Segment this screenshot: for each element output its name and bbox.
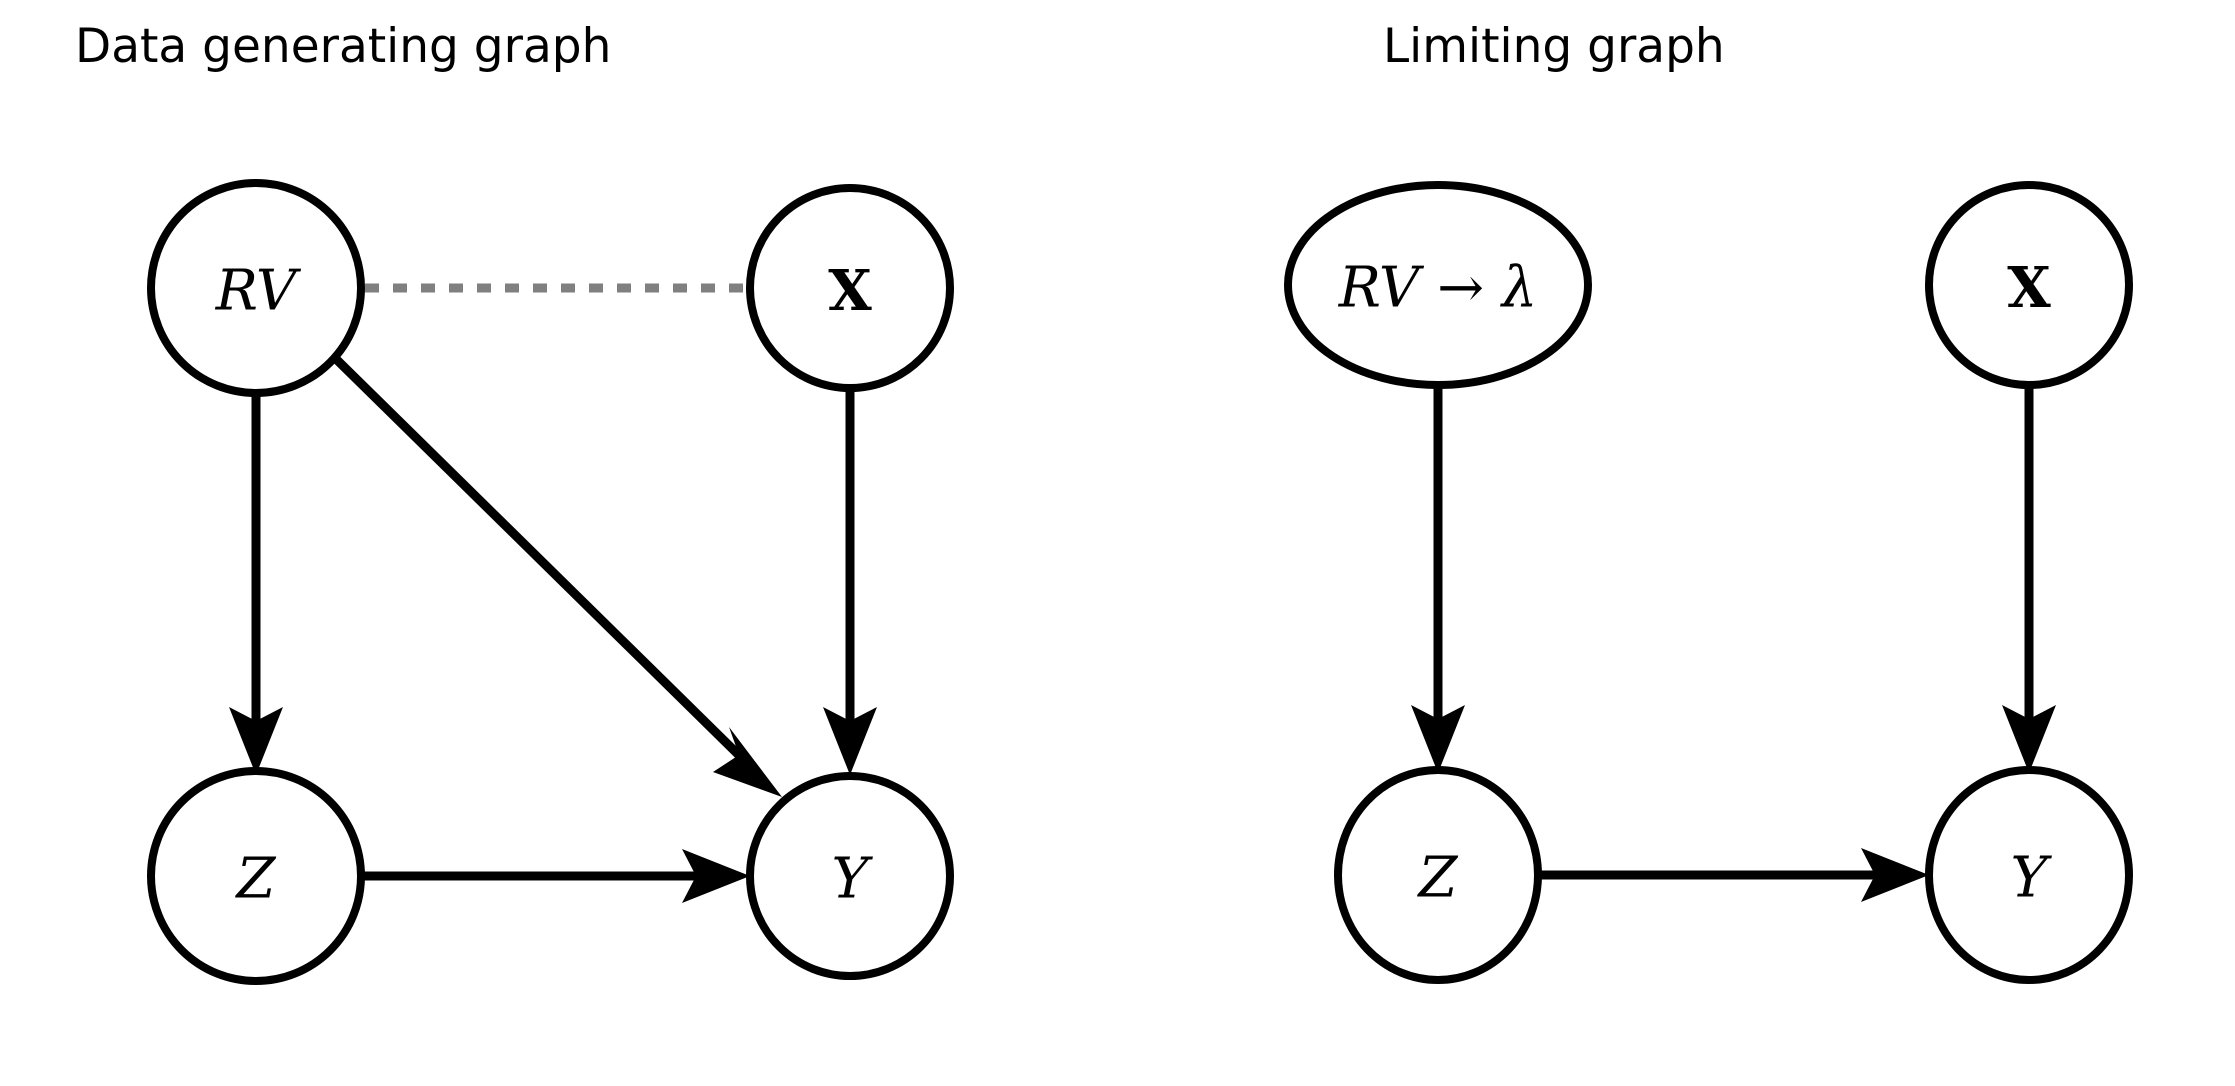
- edges-data-generating-graph: [229, 283, 877, 903]
- node-y-shape[interactable]: [746, 772, 954, 980]
- node-x[interactable]: X: [746, 184, 954, 392]
- panel-title-limiting-graph: Limiting graph: [1383, 19, 1725, 74]
- arrowhead-x-y: [823, 707, 877, 775]
- panel-limiting-graph: Limiting graph RV → λ X: [1284, 19, 2133, 984]
- node-rv-lambda-label: RV → λ: [1338, 256, 1538, 321]
- panel-title-data-generating-graph: Data generating graph: [75, 19, 611, 74]
- node-y[interactable]: Y: [746, 772, 954, 980]
- arrowhead-z2-y2: [1861, 848, 1929, 902]
- node-x-limiting[interactable]: X: [1925, 181, 2133, 389]
- node-x-shape[interactable]: [746, 184, 954, 392]
- node-rv-label: RV: [215, 259, 302, 324]
- node-z-shape[interactable]: [147, 767, 365, 985]
- node-rv-shape[interactable]: [147, 179, 365, 397]
- panel-data-generating-graph: Data generating graph: [75, 19, 954, 985]
- node-x-label: X: [828, 258, 872, 324]
- node-z-label: Z: [235, 847, 277, 912]
- node-z-limiting-shape[interactable]: [1334, 766, 1542, 984]
- node-rv-lambda-shape[interactable]: [1284, 181, 1592, 389]
- arrowhead-rv-z: [229, 707, 283, 775]
- edge-rv-y-line: [330, 353, 758, 774]
- arrowhead-x2-y2: [2002, 705, 2056, 773]
- node-rv[interactable]: RV: [147, 179, 365, 397]
- arrowhead-rv-y: [713, 727, 782, 797]
- arrowhead-z-y: [682, 849, 750, 903]
- node-z-limiting[interactable]: Z: [1334, 766, 1542, 984]
- node-y-limiting[interactable]: Y: [1925, 766, 2133, 984]
- node-z[interactable]: Z: [147, 767, 365, 985]
- arrowhead-rvlambda-z: [1411, 705, 1465, 773]
- node-x-limiting-shape[interactable]: [1925, 181, 2133, 389]
- node-y-limiting-label: Y: [2011, 846, 2053, 911]
- node-z-limiting-label: Z: [1417, 846, 1459, 911]
- node-x-limiting-label: X: [2007, 255, 2051, 321]
- node-y-label: Y: [832, 847, 874, 912]
- node-y-limiting-shape[interactable]: [1925, 766, 2133, 984]
- node-rv-lambda[interactable]: RV → λ: [1284, 181, 1592, 389]
- edges-limiting-graph: [1411, 385, 2056, 902]
